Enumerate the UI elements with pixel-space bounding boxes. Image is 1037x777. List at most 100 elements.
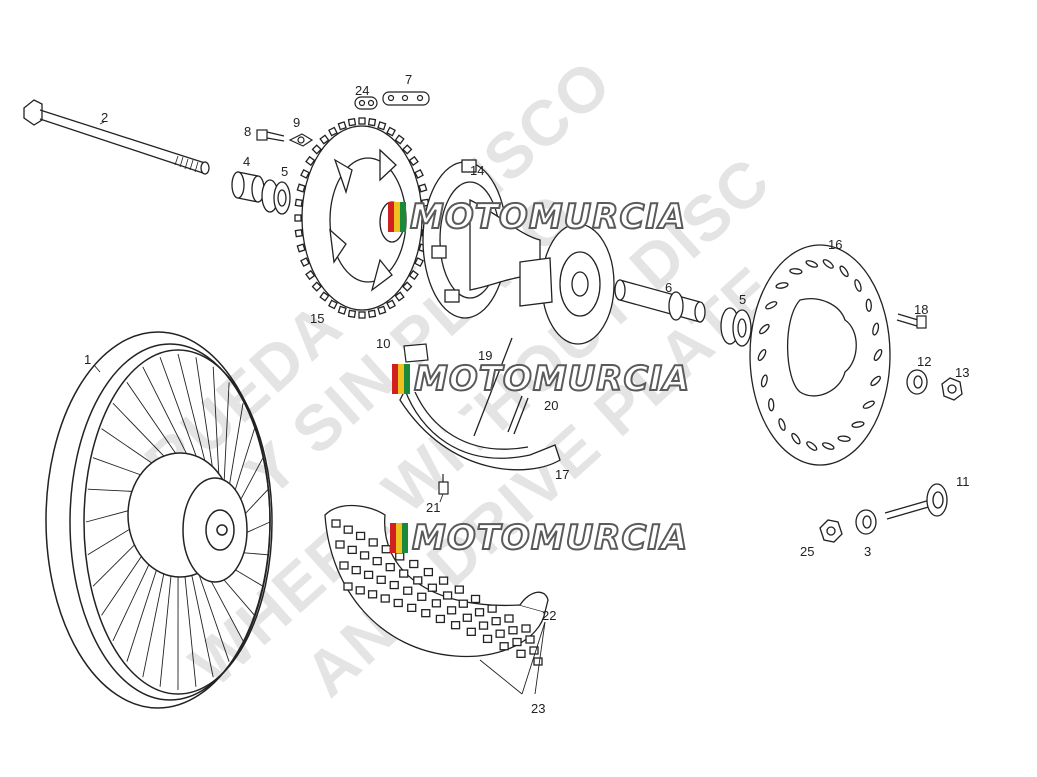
tread-block (466, 627, 476, 636)
watermark-logo-middle: MOTOMURCIA (392, 358, 690, 400)
rim-band (399, 388, 561, 471)
tread-block (376, 575, 386, 584)
tread-block (482, 634, 493, 644)
disc-slot (805, 260, 819, 268)
sprocket-tooth (358, 311, 366, 319)
callout-10: 10 (376, 336, 390, 351)
tread-block (533, 657, 543, 666)
hub-spacer (614, 279, 706, 323)
callout-13: 13 (955, 365, 969, 380)
wheel-spoke (188, 561, 214, 678)
sprocket-tooth (386, 299, 396, 310)
disc-slot (760, 374, 768, 388)
callout-11: 11 (956, 474, 970, 489)
sprocket-tooth (367, 309, 377, 318)
disc-slot (822, 259, 834, 269)
disc-slot (775, 282, 789, 289)
tread-block (368, 538, 378, 547)
sprocket-tooth (408, 155, 419, 167)
flag-icon (390, 523, 408, 553)
rear-wheel (45, 331, 273, 709)
rear-sprocket (294, 117, 430, 319)
disc-bolt (896, 313, 927, 329)
watermark-logo-top: MOTOMURCIA (388, 196, 687, 238)
tread-block (521, 624, 531, 633)
rim-strip-clip (403, 343, 429, 363)
sprocket-tooth (311, 281, 322, 292)
watermark-logo-bottom: MOTOMURCIA (390, 517, 689, 559)
tread-block (421, 609, 431, 618)
tread-block (508, 626, 518, 635)
sprocket-tooth (305, 155, 316, 167)
flag-icon (392, 364, 410, 394)
tread-block (512, 637, 522, 647)
callout-9: 9 (293, 115, 300, 130)
tyre (324, 504, 549, 666)
watermark-logo-text: MOTOMURCIA (409, 196, 687, 238)
sprocket-tooth (402, 144, 413, 155)
disc-slot (865, 298, 872, 312)
tread-block (339, 561, 349, 570)
bearing-left (261, 179, 291, 215)
sprocket-tooth (319, 134, 330, 145)
callout-22: 22 (542, 608, 556, 623)
sprocket-tooth (294, 214, 302, 222)
bearing-right (720, 307, 752, 347)
disc-slot (873, 349, 883, 361)
sprocket-tooth (328, 299, 338, 310)
tread-block (454, 585, 464, 594)
flag-icon (388, 202, 406, 232)
tread-block (491, 617, 501, 626)
sprocket-tooth (367, 118, 377, 127)
tread-block (407, 603, 417, 613)
tread-block (529, 646, 539, 655)
tread-block (389, 580, 399, 590)
axle (23, 99, 210, 175)
tread-block (399, 569, 409, 578)
tread-block (355, 586, 365, 595)
brake-disc (749, 244, 891, 466)
disc-slot (765, 301, 778, 310)
disc-slot (872, 322, 880, 336)
sprocket-tooth (296, 243, 306, 253)
tread-block (393, 598, 403, 608)
disc-slot (757, 349, 767, 361)
tread-block (351, 565, 361, 575)
tread-block (403, 586, 413, 595)
sprocket-tooth (347, 309, 357, 318)
sprocket-tooth (394, 291, 405, 302)
sprocket-tooth (418, 183, 428, 193)
callout-3: 3 (864, 544, 871, 559)
sprocket-tooth (394, 134, 405, 145)
callout-1: 1 (84, 352, 91, 367)
sprocket-tooth (300, 257, 310, 267)
tread-block (343, 582, 353, 591)
callout-25: 25 (800, 544, 814, 559)
valve-21 (438, 474, 449, 495)
tread-block (431, 599, 442, 608)
tread-block (462, 613, 472, 622)
callouts: 1 2 3 4 5 5 6 7 8 9 10 11 12 13 14 15 16… (84, 72, 970, 716)
washer-12 (906, 369, 928, 395)
rear-hub-center (519, 223, 615, 345)
spoke-19 (473, 337, 513, 437)
tread-block (343, 525, 353, 534)
sprocket-tooth (358, 117, 366, 125)
watermark-logo-text: MOTOMURCIA (411, 517, 689, 559)
sprocket-tooth (294, 198, 303, 208)
tread-block (427, 583, 438, 592)
disc-slot (768, 398, 775, 412)
sprocket-tooth (337, 121, 347, 131)
callout-5a: 5 (281, 164, 288, 179)
callout-4: 4 (243, 154, 250, 169)
tensioner-11 (884, 483, 948, 520)
tread-block (495, 629, 505, 638)
sprocket-tooth (296, 183, 306, 193)
callout-17: 17 (555, 467, 569, 482)
disc-slot (851, 421, 865, 428)
tread-block (359, 551, 370, 560)
callout-2: 2 (101, 110, 108, 125)
disc-slot (870, 375, 881, 387)
sprocket-tooth (311, 144, 322, 155)
